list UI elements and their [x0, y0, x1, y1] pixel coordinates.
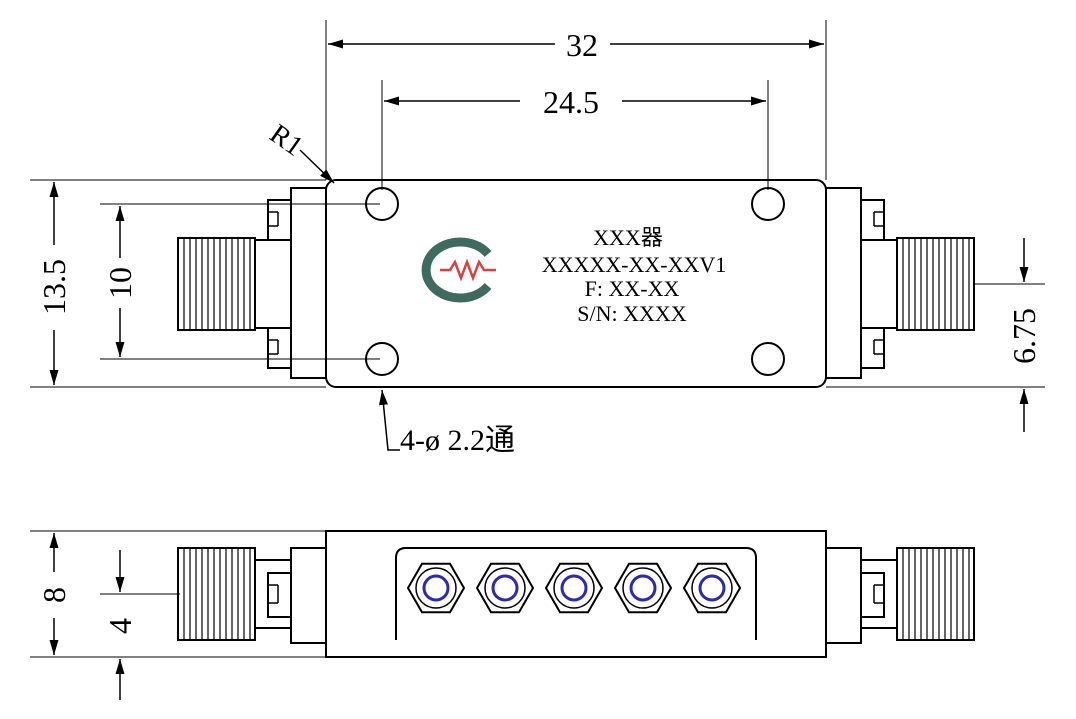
dim-side-connector-height: 4 [102, 618, 138, 634]
side-view [30, 530, 975, 700]
hex-port [475, 562, 535, 614]
hex-port [544, 562, 604, 614]
dim-hole-spec: 4-ø 2.2通 [400, 424, 515, 457]
dim-connector-offset: 6.75 [1006, 308, 1042, 364]
top-view [30, 20, 1045, 451]
product-frequency: F: XX-XX [585, 276, 680, 301]
product-name: XXX器 [593, 225, 663, 250]
hex-port [613, 562, 673, 614]
dim-hole-spacing: 24.5 [543, 84, 599, 120]
dim-side-height: 8 [36, 587, 72, 603]
dim-hole-vertical-spacing: 10 [102, 267, 138, 299]
product-model: XXXXX-XX-XXV1 [542, 252, 727, 277]
hex-port [682, 562, 742, 614]
dim-corner-radius: R1 [264, 118, 309, 162]
company-logo [421, 237, 496, 303]
dim-overall-width: 32 [566, 27, 598, 63]
hex-ports [406, 562, 742, 614]
product-serial: S/N: XXXX [577, 301, 687, 326]
hex-port [406, 562, 466, 614]
dim-overall-height: 13.5 [36, 259, 72, 315]
